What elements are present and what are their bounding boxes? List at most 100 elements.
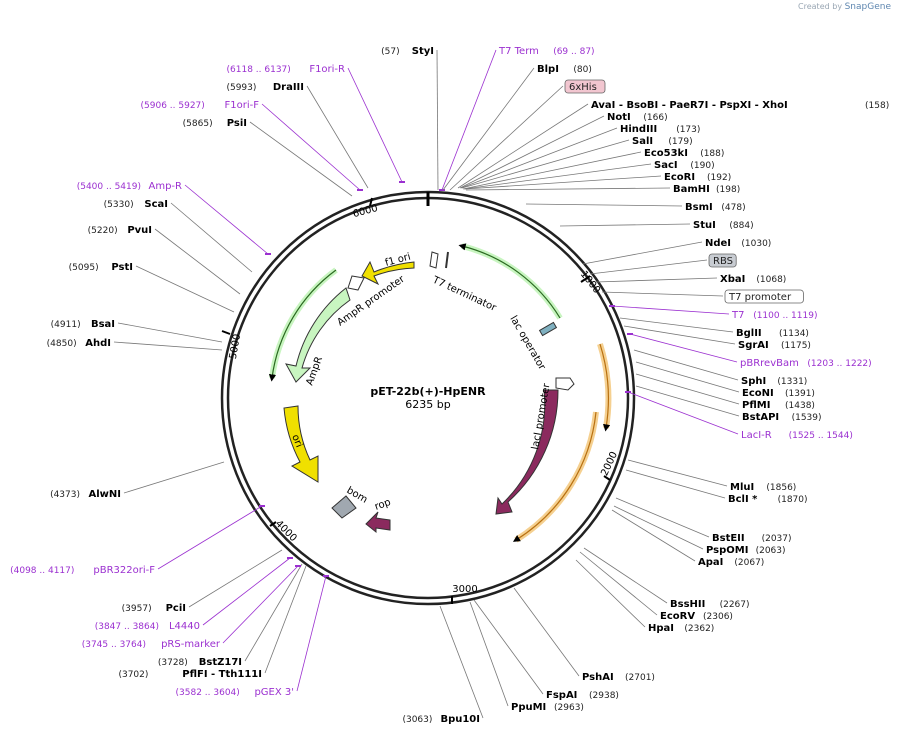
- site-label: AlwNI(4373): [50, 489, 121, 500]
- plasmid-name: pET-22b(+)-HpENR: [370, 385, 486, 398]
- site-label: StuI(884): [693, 220, 754, 231]
- site-label: RBS: [708, 253, 737, 268]
- site-label: BclI *(1870): [728, 494, 808, 505]
- tick-4000: 4000: [269, 518, 299, 544]
- leader-line: [464, 175, 662, 190]
- feature-tag-label: 6xHis: [569, 82, 597, 93]
- enzyme-name: XbaI: [720, 274, 745, 285]
- enzyme-position: (2362): [684, 624, 714, 634]
- enzyme-position: (2306): [703, 612, 733, 622]
- enzyme-position: (2063): [756, 546, 786, 556]
- primer-range: (69 .. 87): [553, 47, 594, 57]
- primer-name: T7: [731, 310, 744, 321]
- label-leaders: [113, 49, 740, 719]
- site-label: PflFI - Tth111I(3702): [118, 669, 262, 680]
- t7-terminator-mark: [445, 251, 449, 269]
- site-label: BglII(1134): [736, 328, 809, 339]
- enzyme-position: (5865): [183, 119, 213, 129]
- leader-line: [117, 322, 223, 343]
- tick-5000: 5000: [221, 330, 243, 360]
- leader-line: [123, 461, 225, 494]
- leader-line: [463, 163, 652, 190]
- enzyme-name: Eco53kI: [644, 148, 688, 159]
- leader-line: [625, 469, 726, 499]
- enzyme-name: AvaI - BsoBI - PaeR7I - PspXI - XhoI: [591, 100, 788, 111]
- site-label: BssHII(2267): [670, 599, 750, 610]
- leader-line: [627, 459, 728, 487]
- enzyme-name: AlwNI: [89, 489, 122, 500]
- leader-line: [613, 505, 704, 550]
- site-label: EcoNI(1391): [742, 388, 815, 399]
- site-label: XbaI (1068): [720, 274, 786, 285]
- enzyme-position: (3728): [158, 658, 188, 668]
- primer-range: (5906 .. 5927): [141, 101, 205, 111]
- enzyme-name: PflFI - Tth111I: [182, 669, 262, 680]
- site-label: ScaI(5330): [104, 199, 168, 210]
- site-label: StyI(57): [381, 46, 434, 57]
- enzyme-name: BlpI: [537, 64, 559, 75]
- enzyme-name: FspAI: [546, 690, 577, 701]
- site-label: BstZ17I(3728): [158, 657, 242, 668]
- enzyme-name: PshAI: [582, 672, 614, 683]
- enzyme-position: (1331): [777, 377, 807, 387]
- primer-name: F1ori-F: [225, 100, 260, 111]
- leader-line: [244, 563, 303, 662]
- leader-line: [222, 565, 299, 644]
- snapgene-brand: Created by SnapGene: [798, 2, 891, 12]
- enzyme-name: ApaI: [698, 557, 723, 568]
- enzyme-name: HindIII: [620, 124, 657, 135]
- rop-arrow: [365, 511, 391, 534]
- enzyme-name: PciI: [166, 603, 186, 614]
- enzyme-name: DraIII: [273, 82, 304, 93]
- enzyme-position: (2938): [589, 691, 619, 701]
- enzyme-name: PflMI: [742, 400, 770, 411]
- site-label: DraIII(5993): [226, 82, 304, 93]
- enzyme-name: StuI: [693, 220, 716, 231]
- leader-line: [582, 241, 703, 265]
- site-label: Bpu10I(3063): [402, 714, 480, 725]
- enzyme-name: BsaI: [91, 319, 115, 330]
- plasmid-size: 6235 bp: [405, 398, 450, 411]
- site-label: AvaI - BsoBI - PaeR7I - PspXI - XhoI(158…: [591, 100, 889, 111]
- enzyme-position: (5330): [104, 200, 134, 210]
- enzyme-position: (1134): [779, 329, 809, 339]
- lac-operator-label: lac operator: [507, 314, 547, 373]
- primer-name: T7 Term: [498, 46, 539, 57]
- site-label: EcoRI (192): [664, 172, 731, 183]
- primer-range: (1203 .. 1222): [807, 359, 871, 369]
- enzyme-position: (1539): [792, 413, 822, 423]
- site-label: 6xHis: [564, 79, 606, 94]
- leader-line: [249, 121, 353, 197]
- site-label: PstI(5095): [69, 262, 133, 273]
- leader-line: [202, 557, 291, 626]
- enzyme-name: EcoNI: [742, 388, 774, 399]
- enzyme-position: (179): [668, 137, 692, 147]
- site-label: SphI(1331): [741, 376, 807, 387]
- enzyme-position: (192): [707, 173, 731, 183]
- enzyme-position: (1068): [756, 275, 786, 285]
- enzyme-position: (1870): [778, 495, 808, 505]
- enzyme-name: NdeI: [705, 238, 731, 249]
- feature-tag-box: [564, 79, 606, 94]
- leader-line: [589, 259, 708, 275]
- tick-label-5000: 5000: [228, 333, 243, 360]
- lac-operator-box: [538, 321, 558, 337]
- ampr-promoter-arrow: [347, 275, 365, 291]
- primer-range: (3847 .. 3864): [95, 622, 159, 632]
- feature-ampr-green-arc: [268, 267, 338, 382]
- ampr-arrow: [285, 287, 351, 383]
- site-label: PsiI(5865): [183, 118, 247, 129]
- site-label: LacI-R(1525 .. 1544): [741, 430, 853, 441]
- enzyme-name: EcoRI: [664, 172, 695, 183]
- leader-line: [154, 228, 241, 295]
- enzyme-position: (2267): [720, 600, 750, 610]
- primer-range: (6118 .. 6137): [227, 65, 291, 75]
- site-label: SgrAI(1175): [738, 340, 811, 351]
- leader-line: [615, 497, 710, 538]
- enzyme-name: SacI: [654, 160, 678, 171]
- site-label: PpuMI(2963): [511, 702, 584, 713]
- feature-tag-label: RBS: [713, 256, 733, 267]
- primer-name: pRS-marker: [161, 639, 221, 650]
- site-label: Amp-R(5400 .. 5419): [77, 181, 182, 192]
